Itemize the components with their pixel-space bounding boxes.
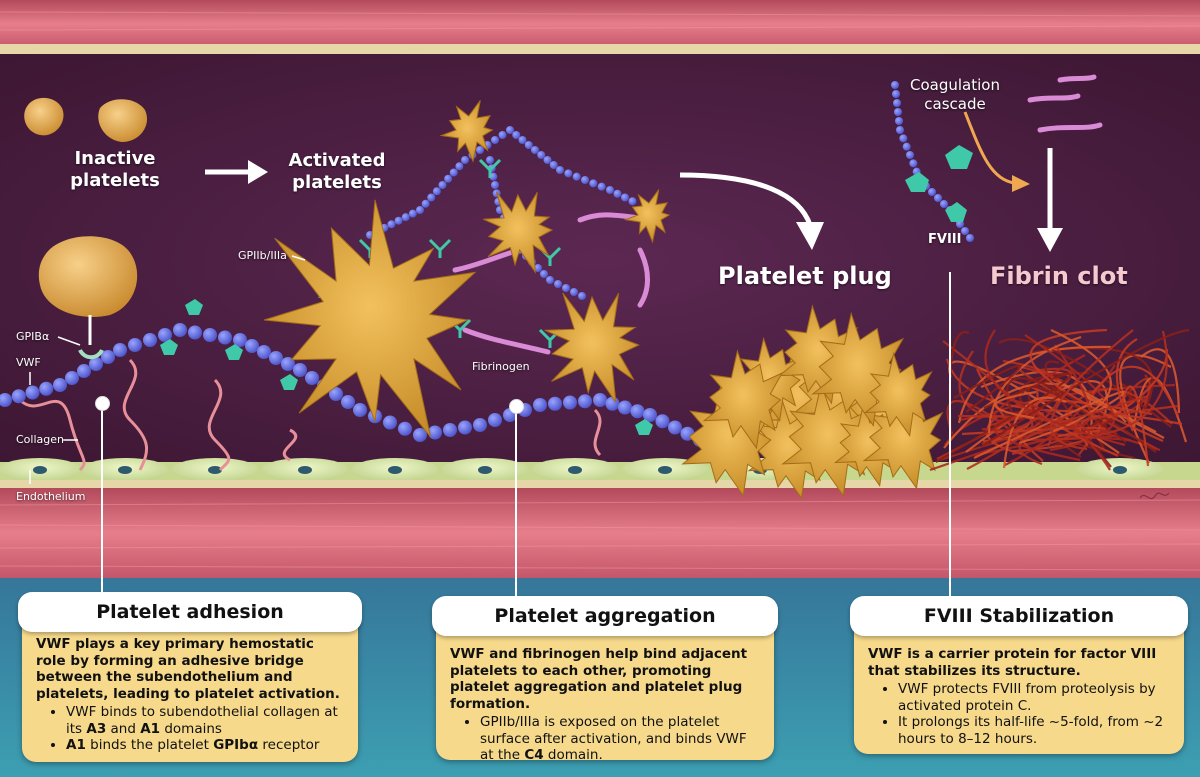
leader-adhesion — [101, 402, 103, 598]
label-gpib-alpha: GPIBα — [16, 330, 50, 343]
label-activated-platelets: Activated platelets — [288, 150, 386, 193]
label-platelet-plug: Platelet plug — [718, 262, 892, 290]
label-fibrin-clot: Fibrin clot — [990, 262, 1128, 290]
panel-title-aggregation: Platelet aggregation — [432, 596, 778, 636]
panel-title-stabilization: FVIII Stabilization — [850, 596, 1188, 636]
panel-title-adhesion: Platelet adhesion — [18, 592, 362, 632]
leader-aggregation — [515, 405, 517, 605]
label-fviii: FVIII — [928, 232, 962, 247]
leader-dot-adhesion — [95, 396, 110, 411]
label-collagen: Collagen — [16, 433, 64, 446]
label-leaders — [29, 255, 306, 484]
adhesion-bullet-1: VWF binds to subendothelial collagen at … — [66, 704, 346, 737]
aggregation-lead: VWF and fibrinogen help bind adjacent pl… — [450, 646, 748, 712]
collagen-fibers — [18, 358, 602, 472]
leader-dot-aggregation — [509, 399, 524, 414]
panel-platelet-adhesion: Platelet adhesion VWF plays a key primar… — [18, 592, 362, 762]
panel-fviii-stabilization: FVIII Stabilization VWF is a carrier pro… — [850, 596, 1188, 754]
label-coagulation-cascade: Coagulation cascade — [910, 76, 1000, 113]
label-vwf: VWF — [16, 356, 41, 369]
label-inactive-platelets: Inactive platelets — [70, 148, 160, 191]
adhesion-bullet-2: A1 binds the platelet GPIbα receptor — [66, 737, 346, 754]
label-gpiib-iiia: GPIIb/IIIa — [238, 249, 287, 262]
label-fibrinogen: Fibrinogen — [472, 360, 530, 373]
aggregation-bullet-1: GPIIb/IIIa is exposed on the platelet su… — [480, 714, 762, 764]
fviii-molecules — [160, 145, 973, 435]
activated-platelets — [263, 100, 671, 438]
inactive-platelets — [24, 97, 148, 142]
arrows — [205, 111, 1063, 252]
artist-signature — [1139, 492, 1170, 500]
platelet-plug — [681, 304, 944, 500]
adhered-inactive-platelet — [38, 236, 138, 360]
stabilization-lead: VWF is a carrier protein for factor VIII… — [868, 646, 1157, 679]
panel-platelet-aggregation: Platelet aggregation VWF and fibrinogen … — [432, 596, 778, 763]
stabilization-bullet-1: VWF protects FVIII from proteolysis by a… — [898, 681, 1172, 714]
vessel-wall-upper — [0, 0, 1200, 48]
adhesion-lead: VWF plays a key primary hemostatic role … — [36, 636, 340, 702]
fibrin-clot — [929, 328, 1190, 472]
vessel-wall-lower — [0, 488, 1200, 578]
fibrinogen-links — [452, 74, 1103, 355]
stabilization-bullet-2: It prolongs its half-life ~5-fold, from … — [898, 714, 1172, 747]
label-endothelium: Endothelium — [16, 490, 86, 503]
leader-stabilization — [949, 272, 951, 604]
